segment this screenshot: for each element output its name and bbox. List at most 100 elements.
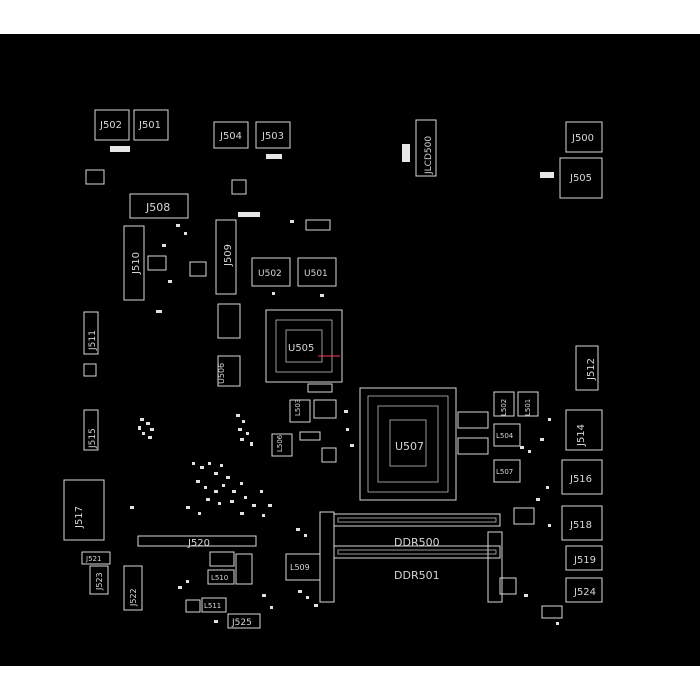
label-j503: J503 xyxy=(261,131,284,142)
connector-j510[interactable]: J510 xyxy=(123,225,145,301)
label-j510: J510 xyxy=(131,252,142,275)
connector-j516[interactable]: J516 xyxy=(561,459,603,495)
connector-j512[interactable]: J512 xyxy=(575,345,599,391)
inductor-l504[interactable]: L504 xyxy=(493,423,521,447)
smd-component xyxy=(266,154,282,159)
label-j515: J515 xyxy=(88,428,98,449)
label-j508: J508 xyxy=(145,201,170,214)
inductor-l501[interactable]: L501 xyxy=(517,391,539,417)
smd-component xyxy=(83,363,97,377)
pcb-board-view: J502 J501 J504 J503 JLCD500 J500 J505 J5… xyxy=(0,34,700,666)
connector-j509[interactable]: J509 xyxy=(215,219,237,295)
inductor-l511[interactable]: L511 xyxy=(201,597,227,613)
label-j514: J514 xyxy=(576,424,587,447)
smd-component xyxy=(457,437,489,455)
label-ddr500: DDR500 xyxy=(394,536,440,549)
label-l502: L502 xyxy=(500,399,508,416)
smd-component xyxy=(238,212,260,217)
inductor-l503[interactable]: L503 xyxy=(289,399,311,423)
label-l510: L510 xyxy=(211,574,228,582)
smd-component xyxy=(110,146,130,152)
label-l503: L503 xyxy=(294,399,302,416)
smd-passives-cluster xyxy=(130,220,559,625)
connector-j501[interactable]: J501 xyxy=(133,109,169,141)
label-u505: U505 xyxy=(288,343,314,354)
smd-component xyxy=(313,399,337,419)
connector-j524[interactable]: J524 xyxy=(565,577,603,603)
memory-slot-ddr500[interactable]: DDR500 xyxy=(333,513,501,549)
connector-j502[interactable]: J502 xyxy=(94,109,130,141)
connector-j511[interactable]: J511 xyxy=(83,311,99,355)
connector-j500[interactable]: J500 xyxy=(565,121,603,153)
label-j504: J504 xyxy=(219,131,242,142)
label-j511: J511 xyxy=(88,330,98,351)
connector-j504[interactable]: J504 xyxy=(213,121,249,149)
connector-j514[interactable]: J514 xyxy=(565,409,603,451)
slot-frame xyxy=(487,531,503,603)
label-l501: L501 xyxy=(524,399,532,416)
label-l504: L504 xyxy=(496,432,514,440)
smd-component xyxy=(85,169,105,185)
label-u502: U502 xyxy=(258,269,282,279)
chip-u505[interactable]: U505 xyxy=(265,309,343,383)
label-j520: J520 xyxy=(187,538,210,549)
smd-component xyxy=(235,553,253,585)
connector-j515[interactable]: J515 xyxy=(83,409,99,451)
slot-frame xyxy=(319,511,335,603)
connector-j505[interactable]: J505 xyxy=(559,157,603,199)
label-j524: J524 xyxy=(573,587,596,598)
label-j522: J522 xyxy=(129,588,138,607)
smd-component xyxy=(540,172,554,178)
inductor-l506[interactable]: L506 xyxy=(271,433,293,457)
smd-component xyxy=(231,179,247,195)
label-j517: J517 xyxy=(74,506,85,529)
label-j521: J521 xyxy=(85,555,101,563)
inductor-l509[interactable]: L509 xyxy=(285,553,321,581)
smd-component xyxy=(209,551,235,567)
connector-j518[interactable]: J518 xyxy=(561,505,603,541)
smd-component xyxy=(185,599,201,613)
label-l506: L506 xyxy=(276,434,284,452)
smd-component xyxy=(457,411,489,429)
smd-component xyxy=(189,261,207,277)
label-ddr501: DDR501 xyxy=(394,569,440,582)
smd-component xyxy=(321,447,337,463)
label-u501: U501 xyxy=(304,269,328,279)
chip-u507[interactable]: U507 xyxy=(359,387,457,501)
connector-j522[interactable]: J522 xyxy=(123,565,143,611)
smd-component xyxy=(513,507,535,525)
smd-component xyxy=(147,255,167,271)
connector-j517[interactable]: J517 xyxy=(63,479,105,541)
memory-slot-ddr501[interactable]: DDR501 xyxy=(333,545,501,582)
inductor-l507[interactable]: L507 xyxy=(493,459,521,483)
smd-component xyxy=(305,219,331,231)
connector-j525[interactable]: J525 xyxy=(227,613,261,629)
label-j505: J505 xyxy=(569,173,592,184)
chip-u501[interactable]: U501 xyxy=(297,257,337,287)
inductor-l510[interactable]: L510 xyxy=(207,569,235,585)
label-l509: L509 xyxy=(290,563,310,572)
label-j523: J523 xyxy=(95,572,104,591)
memory-chip xyxy=(217,303,241,339)
chip-u502[interactable]: U502 xyxy=(251,257,291,287)
memory-chip xyxy=(217,355,241,387)
board-layout-diagram: J502 J501 J504 J503 JLCD500 J500 J505 J5… xyxy=(63,109,603,629)
connector-j520[interactable]: J520 xyxy=(137,535,257,549)
connector-j503[interactable]: J503 xyxy=(255,121,291,149)
connector-j519[interactable]: J519 xyxy=(565,545,603,571)
label-j501: J501 xyxy=(138,120,161,131)
label-j512: J512 xyxy=(586,358,597,381)
connector-j508[interactable]: J508 xyxy=(129,193,189,219)
connector-j521[interactable]: J521 xyxy=(81,551,111,565)
label-jlcd500: JLCD500 xyxy=(424,136,434,175)
label-l507: L507 xyxy=(496,468,513,476)
label-u507: U507 xyxy=(395,440,424,453)
inductor-l502[interactable]: L502 xyxy=(493,391,515,417)
smd-component xyxy=(307,383,333,393)
connector-jlcd500[interactable]: JLCD500 xyxy=(415,119,437,177)
label-j509: J509 xyxy=(223,244,234,267)
connector-j523[interactable]: J523 xyxy=(89,565,109,595)
label-j525: J525 xyxy=(231,618,252,628)
smd-component xyxy=(541,605,563,619)
label-j518: J518 xyxy=(569,520,592,531)
